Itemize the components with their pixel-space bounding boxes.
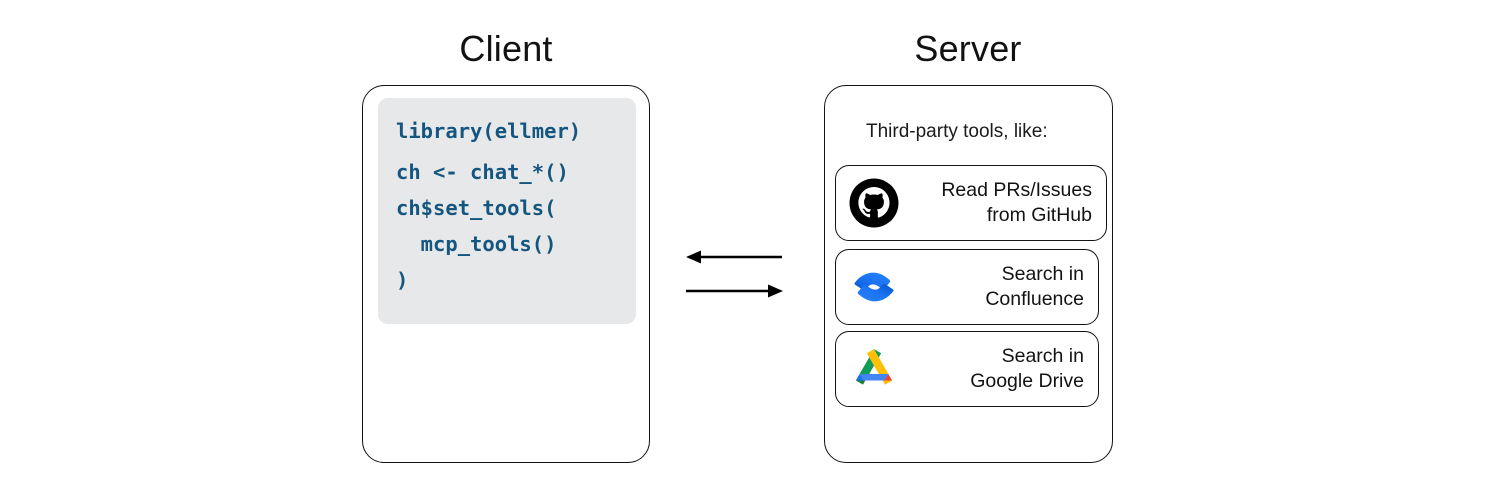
code-line-4: mcp_tools() [396,232,557,256]
server-panel: Third-party tools, like: Read PRs/Issues… [824,85,1113,463]
code-line-2: ch <- chat_*() [396,160,569,184]
code-spacer [396,142,636,161]
tool-label-confluence: Search in Confluence [985,263,1084,310]
arrow-left-icon [686,250,782,264]
server-title: Server [914,28,1022,69]
client-panel: library(ellmer) ch <- chat_*() ch$set_to… [362,85,650,463]
arrow-right-icon [686,284,783,298]
connection-arrows [670,238,800,308]
client-code-block: library(ellmer) ch <- chat_*() ch$set_to… [378,98,636,324]
confluence-icon [846,259,902,315]
tool-card-github[interactable]: Read PRs/Issues from GitHub [835,165,1107,241]
google-drive-icon [846,341,902,397]
github-icon [846,175,902,231]
client-title: Client [459,28,553,69]
tool-card-google-drive[interactable]: Search in Google Drive [835,331,1099,407]
tool-card-confluence[interactable]: Search in Confluence [835,249,1099,325]
server-caption: Third-party tools, like: [866,121,1048,142]
code-line-1: library(ellmer) [396,119,582,143]
tool-label-github: Read PRs/Issues from GitHub [941,179,1092,226]
tool-label-google-drive: Search in Google Drive [970,345,1084,392]
code-line-3: ch$set_tools( [396,196,557,220]
code-line-5: ) [396,268,409,292]
